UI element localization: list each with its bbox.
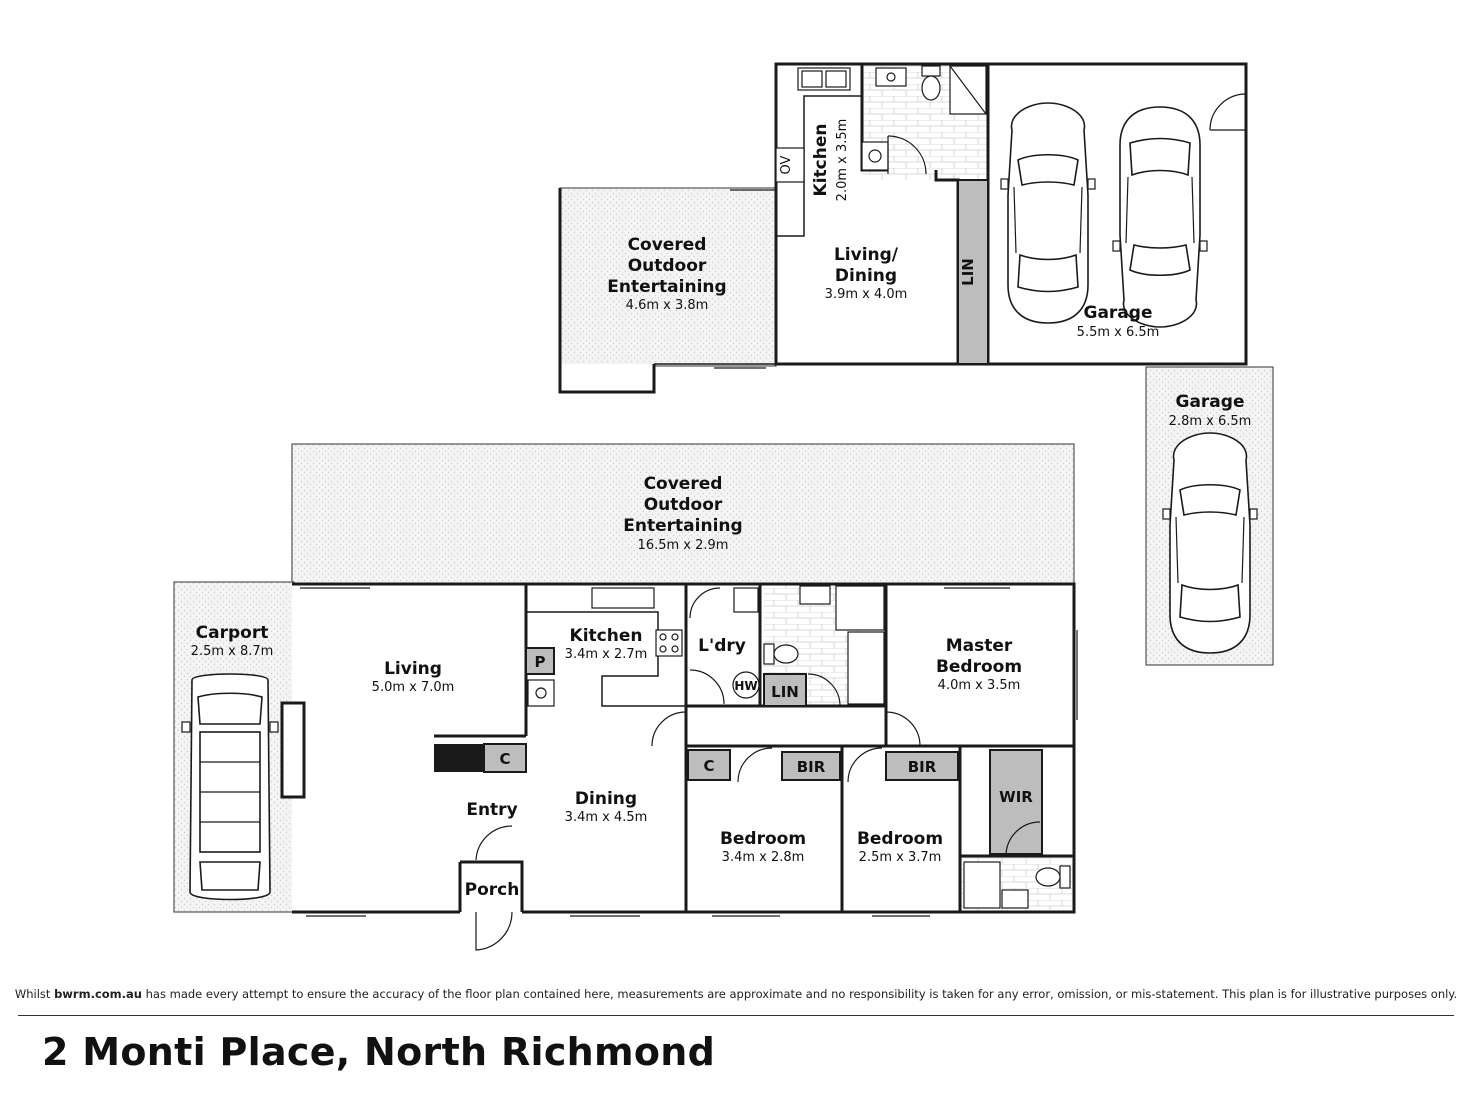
double-garage-dim: 5.5m x 6.5m [1077, 325, 1160, 340]
wir-label: WIR [999, 788, 1033, 806]
pantry-label: P [535, 653, 546, 671]
main-outdoor-dim: 16.5m x 2.9m [638, 538, 729, 553]
bir-2 [885, 751, 959, 781]
toilet [921, 65, 941, 77]
bedroom3-label: Bedroom [857, 829, 943, 849]
granny-living-label: Living/Dining [834, 245, 899, 286]
bathtub [847, 631, 885, 705]
pantry [525, 647, 555, 675]
fireplace [280, 701, 306, 799]
laundry-tub [733, 587, 759, 613]
hall-cupboard [687, 749, 731, 781]
ensuite-shower [963, 861, 1001, 909]
car-icon [1000, 102, 1096, 324]
granny-linen-label: LIN [959, 258, 977, 286]
kitchen-dim: 3.4m x 2.7m [565, 647, 648, 662]
kitchen-label: Kitchen [570, 626, 643, 646]
ensuite-basin [1001, 889, 1029, 909]
car-icon [181, 673, 279, 901]
oven [775, 147, 805, 183]
divider [18, 1015, 1454, 1016]
single-garage-dim: 2.8m x 6.5m [1169, 414, 1252, 429]
granny-flat: LIN OV Kitchen 2.0m x 3.5m Living/Dining… [714, 62, 1248, 369]
granny-living-dim: 3.9m x 4.0m [825, 287, 908, 302]
living-label: Living [384, 659, 442, 679]
dining-dim: 3.4m x 4.5m [565, 810, 648, 825]
car-icon [1162, 432, 1258, 654]
hot-water [732, 671, 760, 699]
granny-kitchen-dim: 2.0m x 3.5m [835, 119, 850, 202]
car-icon [1112, 106, 1208, 328]
shower [835, 585, 885, 631]
laundry-label: L'dry [698, 636, 746, 656]
bir-2-label: BIR [908, 758, 937, 776]
granny-outdoor-dim: 4.6m x 3.8m [626, 298, 709, 313]
granny-kitchen-label: Kitchen [811, 124, 831, 197]
bedroom3-dim: 2.5m x 3.7m [859, 850, 942, 865]
single-garage: Garage 2.8m x 6.5m [1145, 366, 1274, 666]
laundry-linen-label: LIN [771, 683, 799, 701]
entry-label: Entry [466, 800, 517, 820]
bir-1-label: BIR [797, 758, 826, 776]
living-dim: 5.0m x 7.0m [372, 680, 455, 695]
hot-water-label: HW [734, 679, 757, 693]
dining-label: Dining [575, 789, 637, 809]
property-address: 2 Monti Place, North Richmond [42, 1030, 716, 1074]
carport-label: Carport [196, 623, 269, 643]
coat-cupboard-label: C [499, 750, 510, 768]
carport-dim: 2.5m x 8.7m [191, 644, 274, 659]
coat-cupboard [483, 743, 527, 773]
cooktop [655, 629, 683, 657]
ensuite-toilet [1059, 865, 1071, 889]
bedroom2-label: Bedroom [720, 829, 806, 849]
hall-cupboard-label: C [703, 757, 714, 775]
bir-1 [781, 751, 841, 781]
disclaimer-site: bwrm.com.au [54, 987, 142, 1001]
wir [989, 749, 1043, 855]
single-garage-label: Garage [1176, 392, 1245, 412]
bedroom2-dim: 3.4m x 2.8m [722, 850, 805, 865]
double-garage-label: Garage [1084, 303, 1153, 323]
main-house: C Entry Porch Living 5.0m x 7.0m P Kitch… [280, 582, 1078, 951]
toilet [763, 643, 775, 665]
laundry-linen [763, 673, 807, 707]
porch-label: Porch [465, 880, 520, 900]
disclaimer: Whilst bwrm.com.au has made every attemp… [14, 987, 1458, 1001]
granny-linen-cupboard [957, 179, 989, 365]
basin [799, 585, 831, 605]
kitchen-sink [591, 587, 655, 609]
master-dim: 4.0m x 3.5m [938, 678, 1021, 693]
oven-label: OV [779, 155, 794, 174]
carport: Carport 2.5m x 8.7m [173, 581, 295, 913]
